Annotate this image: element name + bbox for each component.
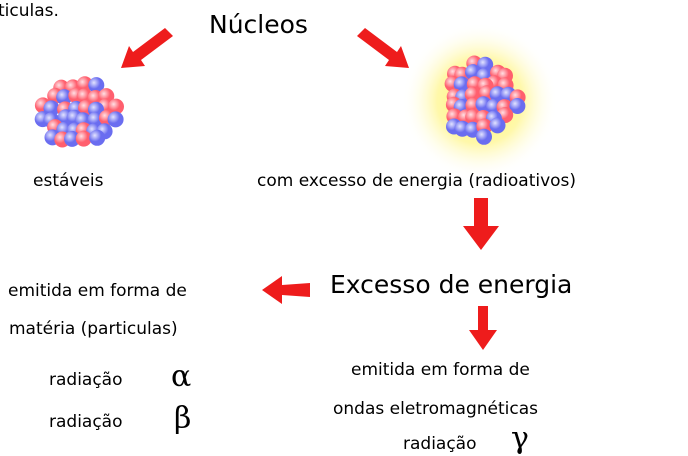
- arrow-to-stable-icon: [121, 28, 173, 68]
- excess-energy-heading: Excesso de energia: [330, 270, 573, 299]
- alpha-label: radiação: [49, 370, 123, 390]
- stable-nucleus-icon: [34, 76, 124, 148]
- arrow-down-to-excess-icon: [463, 198, 499, 250]
- gamma-label: radiação: [403, 434, 477, 454]
- nucleon: [107, 111, 124, 128]
- top-fragment-text: ticulas.: [0, 1, 59, 21]
- nucleon: [108, 98, 124, 115]
- alpha-symbol: α: [171, 359, 192, 394]
- nucleon: [75, 130, 92, 147]
- beta-symbol: β: [174, 401, 192, 436]
- waves-line2: ondas eletromagnéticas: [333, 399, 538, 419]
- nucleon: [453, 76, 470, 93]
- nucleon: [89, 129, 106, 146]
- gamma-symbol: γ: [511, 421, 529, 456]
- radioactive-nucleus-icon: [402, 23, 558, 179]
- nucleon: [88, 77, 105, 94]
- nucleon: [489, 117, 506, 134]
- nucleon: [56, 89, 73, 106]
- nucleon: [76, 76, 93, 93]
- nucleon: [476, 128, 492, 145]
- matter-line2: matéria (particulas): [9, 319, 178, 339]
- nucleon: [43, 100, 60, 117]
- stable-label: estáveis: [33, 171, 104, 191]
- beta-label: radiação: [49, 412, 123, 432]
- title-nucleos: Núcleos: [209, 10, 308, 39]
- excess-energy-label: com excesso de energia (radioativos): [257, 171, 577, 191]
- nucleon: [64, 130, 81, 147]
- arrow-to-radioactive-icon: [357, 28, 409, 68]
- nucleon: [509, 98, 526, 114]
- matter-line1: emitida em forma de: [8, 281, 187, 301]
- waves-line1: emitida em forma de: [351, 360, 530, 380]
- arrow-down-to-waves-icon: [469, 306, 497, 350]
- arrow-left-to-matter-icon: [262, 276, 310, 304]
